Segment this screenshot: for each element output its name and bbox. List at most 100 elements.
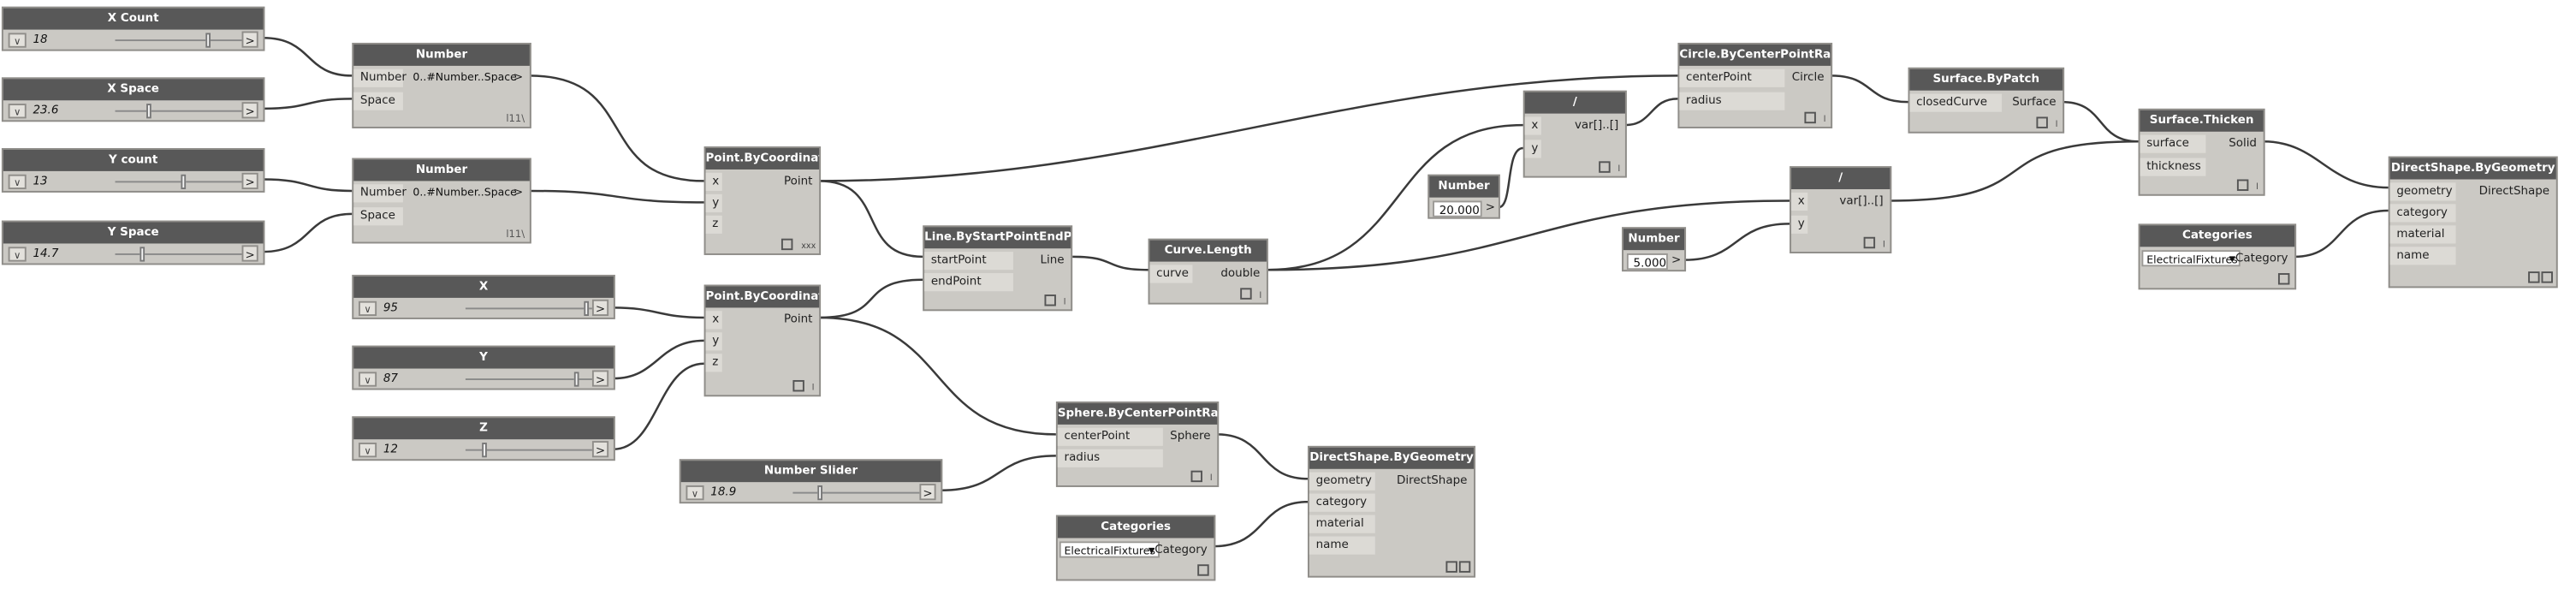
output-port[interactable]: > [513, 70, 524, 85]
output-port-circle[interactable]: Circle [1791, 70, 1825, 85]
output-port[interactable]: > [1485, 200, 1496, 214]
preview-toggle-icon[interactable] [2528, 271, 2540, 283]
output-port-directshape[interactable]: DirectShape [1396, 473, 1468, 487]
slider-thumb[interactable] [817, 485, 822, 501]
input-port-x[interactable]: x [705, 172, 722, 191]
slider-thumb[interactable] [181, 174, 187, 190]
input-port-surface[interactable]: surface [2140, 134, 2206, 153]
sphere-by-center-radius-node[interactable]: Sphere.ByCenterPointRadius centerPoint r… [1055, 401, 1220, 487]
slider-thumb[interactable] [139, 247, 145, 262]
chevron-down-icon[interactable]: ∨ [358, 372, 377, 387]
input-port-end-point[interactable]: endPoint [924, 273, 1013, 292]
input-port-material[interactable]: material [1309, 515, 1375, 533]
code-expression[interactable]: 0..#Number..Space [413, 186, 517, 199]
preview-toggle-icon[interactable] [1240, 288, 1252, 300]
output-port-surface[interactable]: Surface [2012, 95, 2057, 109]
chevron-down-icon[interactable]: ∨ [358, 300, 377, 317]
output-port[interactable]: var[]..[] [1574, 118, 1619, 132]
preview-toggle-icon[interactable] [1190, 470, 1202, 483]
output-port[interactable]: > [1671, 253, 1682, 267]
input-port-radius[interactable]: radius [1679, 92, 1785, 110]
input-port-y[interactable]: y [1524, 140, 1541, 158]
output-port[interactable]: > [513, 186, 524, 199]
preview-toggle-icon[interactable] [1044, 294, 1056, 306]
divide-node-1[interactable]: / x y var[]..[] l [1522, 90, 1627, 178]
input-port-material[interactable]: material [2389, 225, 2456, 244]
preview-toggle-icon[interactable] [781, 238, 793, 251]
chevron-down-icon[interactable]: ∨ [358, 443, 377, 458]
output-port-point[interactable]: Point [784, 312, 813, 326]
preview-toggle-icon[interactable] [1445, 561, 1457, 573]
preview-toggle-icon[interactable] [1599, 161, 1611, 173]
slider-thumb[interactable] [146, 104, 151, 119]
surface-thicken-node[interactable]: Surface.Thicken surface thickness Solid … [2138, 108, 2265, 196]
preview-toggle-icon[interactable] [2541, 271, 2553, 283]
input-port-y[interactable]: y [1791, 215, 1808, 234]
slider-thumb[interactable] [205, 33, 211, 48]
categories-node-bottom[interactable]: Categories ElectricalFixtures ▼ Category [1055, 515, 1216, 581]
run-arrow-icon[interactable]: > [591, 299, 609, 317]
input-port-name[interactable]: name [2389, 247, 2456, 265]
input-port-category[interactable]: category [1309, 493, 1375, 512]
slider-thumb[interactable] [584, 300, 590, 317]
input-port-x[interactable]: x [705, 311, 722, 330]
input-port-curve[interactable]: curve [1149, 265, 1193, 283]
run-arrow-icon[interactable]: > [591, 441, 609, 458]
preview-toggle-icon[interactable] [2036, 116, 2048, 128]
output-port-point[interactable]: Point [784, 174, 813, 188]
output-port-double[interactable]: double [1220, 266, 1261, 280]
chevron-down-icon[interactable]: ∨ [8, 174, 27, 190]
point-by-coordinates-single-node[interactable]: Point.ByCoordinates x y z Point l [703, 284, 822, 397]
input-port-geometry[interactable]: geometry [2389, 182, 2456, 201]
categories-node-right[interactable]: Categories ElectricalFixtures ▼ Category [2138, 223, 2297, 290]
category-dropdown[interactable]: ElectricalFixtures ▼ [2141, 250, 2241, 267]
curve-length-node[interactable]: Curve.Length curve double l [1148, 238, 1268, 305]
divide-node-2[interactable]: / x y var[]..[] l [1790, 166, 1892, 253]
input-port-number[interactable]: Number [353, 68, 407, 87]
input-port-space[interactable]: Space [353, 92, 403, 110]
preview-toggle-icon[interactable] [2236, 179, 2249, 191]
chevron-down-icon[interactable]: ∨ [8, 104, 27, 119]
line-by-start-end-node[interactable]: Line.ByStartPointEndPoint startPoint end… [923, 225, 1073, 312]
output-port-category[interactable]: Category [2235, 252, 2288, 265]
input-port-number[interactable]: Number [353, 184, 407, 203]
run-arrow-icon[interactable]: > [241, 31, 258, 48]
surface-by-patch-node[interactable]: Surface.ByPatch closedCurve Surface l [1908, 67, 2065, 134]
input-port-space[interactable]: Space [353, 207, 403, 226]
run-arrow-icon[interactable]: > [241, 172, 258, 190]
output-port-directshape[interactable]: DirectShape [2478, 184, 2550, 198]
number-input-20[interactable]: Number 20.000 > [1427, 174, 1500, 219]
code-expression[interactable]: 0..#Number..Space [413, 70, 517, 85]
input-port-y[interactable]: y [705, 332, 722, 351]
output-port-line[interactable]: Line [1040, 253, 1065, 267]
input-port-geometry[interactable]: geometry [1309, 472, 1375, 491]
number-input-5[interactable]: Number 5.000 > [1622, 227, 1687, 272]
run-arrow-icon[interactable]: > [241, 245, 258, 262]
preview-toggle-icon[interactable] [2277, 273, 2290, 285]
input-port-name[interactable]: name [1309, 536, 1375, 555]
input-port-category[interactable]: category [2389, 204, 2456, 223]
slider-thumb[interactable] [573, 372, 579, 387]
output-port-sphere[interactable]: Sphere [1170, 429, 1211, 443]
input-port-thickness[interactable]: thickness [2140, 158, 2206, 176]
input-port-center-point[interactable]: centerPoint [1679, 68, 1785, 87]
number-code-block-y[interactable]: Number Number Space 0..#Number..Space > … [352, 158, 531, 244]
input-port-closed-curve[interactable]: closedCurve [1909, 93, 2003, 112]
preview-toggle-icon[interactable] [1458, 561, 1471, 573]
run-arrow-icon[interactable]: > [919, 484, 936, 501]
input-port-y[interactable]: y [705, 193, 722, 212]
chevron-down-icon[interactable]: ∨ [8, 33, 27, 48]
preview-toggle-icon[interactable] [1197, 564, 1209, 576]
directshape-node-bottom[interactable]: DirectShape.ByGeometry geometry category… [1307, 445, 1476, 578]
output-port-solid[interactable]: Solid [2229, 136, 2257, 150]
input-port-center-point[interactable]: centerPoint [1057, 427, 1163, 446]
chevron-down-icon[interactable]: ∨ [686, 485, 704, 501]
input-port-radius[interactable]: radius [1057, 449, 1163, 467]
preview-toggle-icon[interactable] [1863, 236, 1876, 249]
circle-by-center-radius-node[interactable]: Circle.ByCenterPointRadius centerPoint r… [1677, 42, 1833, 128]
number-code-block-x[interactable]: Number Number Space 0..#Number..Space > … [352, 42, 531, 128]
input-port-z[interactable]: z [705, 354, 722, 372]
input-port-x[interactable]: x [1524, 116, 1541, 135]
input-port-x[interactable]: x [1791, 192, 1808, 211]
